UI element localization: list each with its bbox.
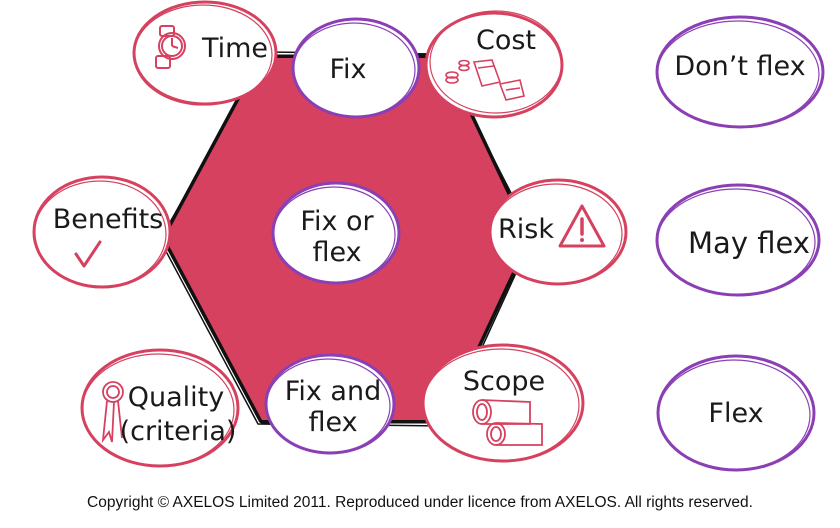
warning-icon <box>558 204 606 248</box>
watch-icon <box>155 25 186 69</box>
node-quality: Quality (criteria) <box>80 348 240 468</box>
node-scope-label: Scope <box>463 366 545 397</box>
copyright-text: Copyright © AXELOS Limited 2011. Reprodu… <box>87 494 753 511</box>
node-fix: Fix <box>291 17 421 119</box>
node-quality-line1: Quality <box>128 382 224 413</box>
center-line2: flex <box>312 237 361 268</box>
node-center-fix-or-flex: Fix or flex <box>271 181 401 285</box>
node-fix-label: Fix <box>329 54 366 85</box>
rosette-icon <box>101 381 124 444</box>
node-cost-label: Cost <box>476 25 536 56</box>
legend-dont-flex-label: Don’t flex <box>674 51 805 82</box>
node-quality-line2: (criteria) <box>120 416 237 447</box>
legend-flex: Flex <box>656 354 816 472</box>
node-risk-label: Risk <box>498 214 554 245</box>
node-cost: Cost <box>424 10 564 119</box>
checkmark-icon <box>74 240 102 268</box>
node-risk: Risk <box>488 178 628 286</box>
node-fix-and-flex: Fix and flex <box>264 353 396 455</box>
node-time-label: Time <box>201 33 268 64</box>
node-scope: Scope <box>421 343 585 463</box>
money-icon <box>445 59 525 101</box>
node-fix-and-flex-line2: flex <box>308 407 357 438</box>
legend-flex-label: Flex <box>708 398 763 429</box>
node-benefits: Benefits <box>32 175 172 289</box>
legend-dont-flex: Don’t flex <box>655 15 825 129</box>
node-fix-and-flex-line1: Fix and <box>285 376 381 407</box>
legend-may-flex-label: May flex <box>688 226 810 260</box>
binoculars-icon <box>472 399 543 446</box>
center-line1: Fix or <box>300 206 374 237</box>
legend-may-flex: May flex <box>655 183 821 297</box>
node-time: Time <box>132 0 278 106</box>
node-benefits-label: Benefits <box>53 204 164 235</box>
